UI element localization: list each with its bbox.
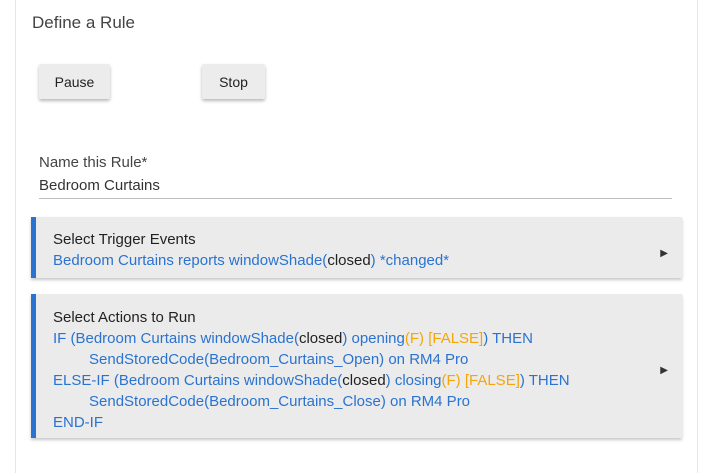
- elseif-state: closed: [342, 372, 386, 389]
- actions-section-title: Select Actions to Run: [53, 309, 196, 326]
- end-if: END-IF: [53, 414, 103, 431]
- if-line: IF (Bedroom Curtains windowShade(closed)…: [53, 328, 642, 349]
- trigger-device-text: Bedroom Curtains reports windowShade(: [53, 252, 328, 269]
- trigger-summary: Bedroom Curtains reports windowShade(clo…: [53, 250, 642, 271]
- page-title: Define a Rule: [32, 13, 136, 32]
- elseif-suffix: ) THEN: [519, 372, 570, 389]
- else-action: SendStoredCode(Bedroom_Curtains_Close) o…: [89, 393, 471, 410]
- elseif-flag: (F) [FALSE]: [441, 372, 520, 389]
- trigger-close-paren: ): [370, 252, 376, 269]
- elseif-mid: ) closing: [385, 372, 442, 389]
- play-arrow-icon[interactable]: ▶: [660, 365, 668, 376]
- rule-name-label: Name this Rule*: [39, 154, 148, 171]
- select-actions-section[interactable]: Select Actions to Run IF (Bedroom Curtai…: [31, 294, 682, 438]
- pause-button[interactable]: Pause: [39, 64, 110, 99]
- then-action: SendStoredCode(Bedroom_Curtains_Open) on…: [89, 351, 469, 368]
- rule-panel: Define a Rule Pause Stop Name this Rule*…: [15, 0, 698, 473]
- if-prefix: IF (Bedroom Curtains windowShade(: [53, 330, 299, 347]
- elseif-line: ELSE-IF (Bedroom Curtains windowShade(cl…: [53, 370, 642, 391]
- play-arrow-icon[interactable]: ▶: [660, 248, 668, 259]
- select-trigger-events-section[interactable]: Select Trigger Events Bedroom Curtains r…: [31, 217, 682, 278]
- rule-name-input[interactable]: Bedroom Curtains: [39, 177, 672, 199]
- if-state: closed: [298, 330, 343, 347]
- trigger-state: closed: [327, 252, 371, 269]
- stop-button[interactable]: Stop: [202, 64, 265, 99]
- trigger-section-title: Select Trigger Events: [53, 231, 196, 248]
- if-suffix: ) THEN: [483, 330, 533, 347]
- if-flag: (F) [FALSE]: [404, 330, 484, 347]
- trigger-changed: *changed*: [375, 252, 450, 269]
- if-mid: ) opening: [342, 330, 405, 347]
- elseif-prefix: ELSE-IF (Bedroom Curtains windowShade(: [53, 372, 343, 389]
